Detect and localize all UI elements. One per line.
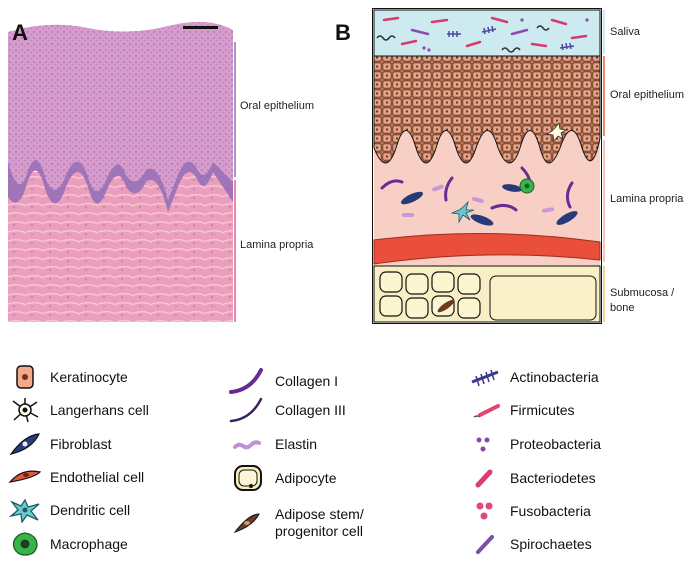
proteobacteria-icon xyxy=(476,437,490,452)
panel-b-bracket-saliva xyxy=(603,10,605,54)
collagen-iii-icon xyxy=(229,397,263,423)
keratinocyte-icon xyxy=(16,365,34,389)
legend-item-endothelial: Endothelial cell xyxy=(8,463,144,491)
actinobacteria-icon xyxy=(471,369,499,387)
panel-b-label-saliva: Saliva xyxy=(610,26,640,38)
panel-a-letter: A xyxy=(12,20,28,45)
panel-b-label-epithelium: Oral epithelium xyxy=(610,89,684,101)
legend-item-langerhans: Langerhans cell xyxy=(8,396,149,424)
panel-a-label-lamina-propria: Lamina propria xyxy=(240,239,314,251)
panel-a xyxy=(8,12,298,322)
bacteriodetes-icon xyxy=(475,469,493,488)
collagen-i-icon xyxy=(229,368,263,394)
fibroblast-icon xyxy=(9,433,40,455)
macrophage-icon xyxy=(12,532,38,556)
panel-b-bracket-submucosa xyxy=(603,266,605,322)
tissue-schematic xyxy=(372,8,602,324)
legend-item-adipocyte: Adipocyte xyxy=(225,464,336,492)
panel-b-label-submucosa: Submucosa / bone xyxy=(610,287,675,314)
panel-b-bracket-epithelium xyxy=(603,56,605,136)
legend-item-collagen-i: Collagen I xyxy=(225,367,338,395)
elastin-icon xyxy=(233,440,261,450)
legend-item-proteobacteria: Proteobacteria xyxy=(468,430,601,458)
legend-item-firmicutes: Firmicutes xyxy=(468,396,575,424)
legend-item-dendritic: Dendritic cell xyxy=(8,496,130,524)
panel-b-label-lamina-propria: Lamina propria xyxy=(610,193,684,205)
legend-item-keratinocyte: Keratinocyte xyxy=(8,363,128,391)
legend-item-bacteriodetes: Bacteriodetes xyxy=(468,464,596,492)
legend-item-adipose-stem: Adipose stem/ progenitor cell xyxy=(225,503,395,543)
legend-item-collagen-iii: Collagen III xyxy=(225,396,346,424)
firmicutes-icon xyxy=(473,404,500,418)
panel-a-label-epithelium: Oral epithelium xyxy=(240,100,314,112)
langerhans-cell-icon xyxy=(12,398,39,423)
legend-item-spirochaetes: Spirochaetes xyxy=(468,530,592,558)
legend-item-actinobacteria: Actinobacteria xyxy=(468,363,599,391)
legend-item-elastin: Elastin xyxy=(225,430,317,458)
dendritic-cell-icon xyxy=(8,498,40,523)
legend-item-macrophage: Macrophage xyxy=(8,530,128,558)
adipocyte-icon xyxy=(234,465,262,491)
legend-item-fibroblast: Fibroblast xyxy=(8,430,111,458)
endothelial-cell-icon xyxy=(8,470,42,483)
histology-image xyxy=(8,12,298,322)
adipose-stem-cell-icon xyxy=(233,513,260,533)
spirochaetes-icon xyxy=(476,535,494,554)
legend-item-fusobacteria: Fusobacteria xyxy=(468,497,591,525)
fusobacteria-icon xyxy=(476,502,493,520)
panel-b xyxy=(372,8,602,324)
panel-b-bracket-lamina xyxy=(603,140,605,262)
panel-b-letter: B xyxy=(335,20,351,45)
